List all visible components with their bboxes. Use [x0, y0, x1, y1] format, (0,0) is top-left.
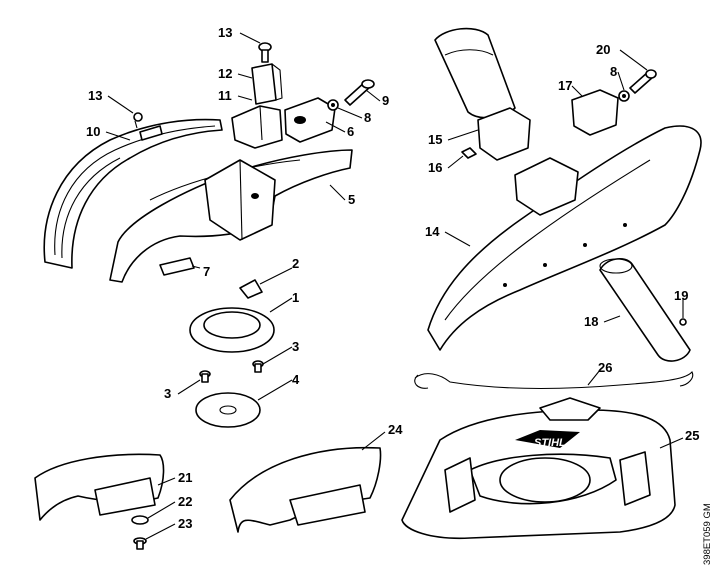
brand-mark-text: STIHL [534, 437, 566, 449]
callout-22: 22 [178, 494, 192, 509]
part-10-guard-blade [43, 118, 223, 269]
callout-20: 20 [596, 42, 610, 57]
callout-14: 14 [425, 224, 440, 239]
callout-26: 26 [598, 360, 612, 375]
part-5-guard-body [109, 149, 353, 283]
callout-24: 24 [388, 422, 403, 437]
part-3-screw-b [252, 360, 264, 373]
callout-5: 5 [348, 192, 355, 207]
part-24-guard [229, 446, 382, 533]
part-15-housing [477, 107, 531, 161]
drawing-code: 398ET059 GM [702, 503, 713, 565]
part-19-screw [679, 318, 687, 326]
callout-1: 1 [292, 290, 299, 305]
callout-15: 15 [428, 132, 442, 147]
callout-8: 8 [610, 64, 617, 79]
part-26-spring-wire [414, 371, 694, 389]
part-20-bolt [629, 69, 657, 94]
leader-lines [105, 32, 684, 540]
callout-3: 3 [164, 386, 171, 401]
callout-3: 3 [292, 339, 299, 354]
part-6-mount-block [284, 97, 336, 143]
part-11-bracket [231, 105, 283, 149]
part-4-disc [195, 392, 261, 428]
part-13-screw [133, 112, 143, 129]
callout-11: 11 [218, 88, 232, 103]
callout-18: 18 [584, 314, 598, 329]
part-25-base: STIHL [401, 397, 676, 540]
callout-21: 21 [178, 470, 192, 485]
part-14-guard [427, 125, 702, 351]
callout-13: 13 [218, 25, 232, 40]
part-8-washer [327, 99, 339, 111]
callout-25: 25 [685, 428, 699, 443]
callout-9: 9 [382, 93, 389, 108]
part-23-screw [133, 537, 147, 550]
part-13-screw-top [258, 42, 272, 63]
callout-7: 7 [203, 264, 210, 279]
part-7-plate [159, 257, 195, 276]
part-1-ring [189, 307, 275, 353]
part-22-washer [131, 515, 149, 525]
part-18-tube [599, 257, 691, 362]
part-16-nut [461, 147, 477, 159]
callout-4: 4 [292, 372, 300, 387]
callout-6: 6 [347, 124, 354, 139]
part-8-washer-right [618, 90, 630, 102]
part-9-bolt [344, 79, 375, 106]
callout-23: 23 [178, 516, 192, 531]
callout-10: 10 [86, 124, 100, 139]
callout-8: 8 [364, 110, 371, 125]
part-12-clamp [251, 63, 283, 105]
part-3-screw-a [199, 370, 211, 383]
callout-19: 19 [674, 288, 688, 303]
part-21-guard [34, 453, 165, 521]
callout-2: 2 [292, 256, 299, 271]
callout-17: 17 [558, 78, 572, 93]
callout-16: 16 [428, 160, 442, 175]
callout-labels: 13 12 11 13 10 9 8 6 5 7 2 1 3 3 4 20 8 … [86, 25, 699, 531]
callout-13: 13 [88, 88, 102, 103]
callout-12: 12 [218, 66, 232, 81]
part-2-wedge [239, 279, 263, 299]
part-17-bracket [571, 89, 619, 136]
drive-shaft-top [434, 27, 516, 119]
